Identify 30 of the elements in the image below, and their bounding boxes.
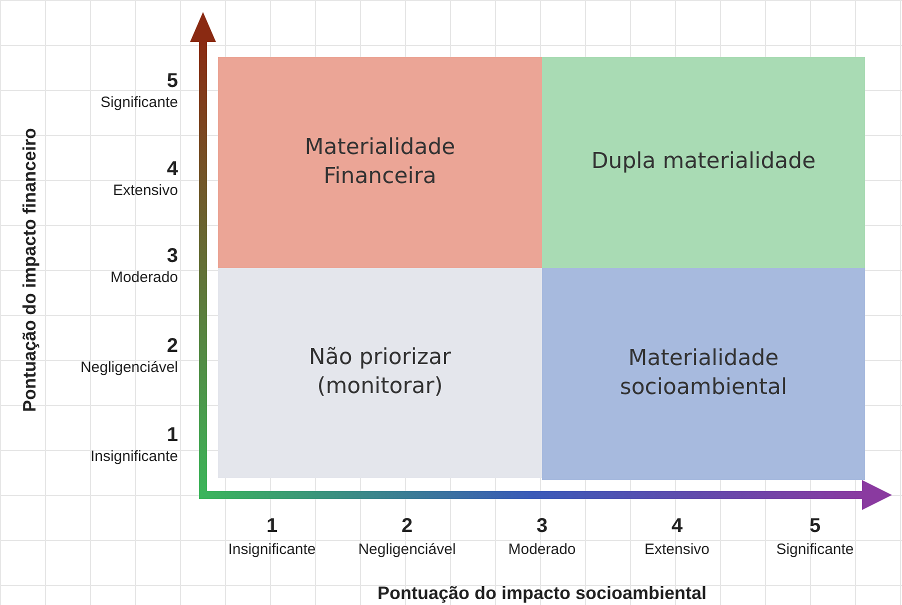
- tick-label: Significante: [100, 94, 178, 111]
- tick-label: Extensivo: [644, 541, 710, 558]
- tick-number: 3: [536, 515, 548, 538]
- tick-label: Moderado: [508, 541, 576, 558]
- quadrant-box: [542, 268, 865, 480]
- tick-number: 4: [166, 158, 178, 181]
- tick-number: 2: [166, 335, 178, 358]
- quadrant-label: Materialidade socioambiental: [618, 345, 788, 402]
- tick-label: Negligenciável: [358, 541, 456, 558]
- quadrant-box: [218, 57, 542, 268]
- tick-label: Extensivo: [112, 182, 178, 199]
- tick-number: 3: [166, 245, 178, 268]
- axis-title: Pontuação do impacto financeiro: [20, 128, 40, 412]
- quadrant-label: Materialidade Financeira: [304, 134, 456, 190]
- quadrant-box: [218, 268, 542, 478]
- quadrant-label: Não priorizar (monitorar): [308, 344, 452, 401]
- tick-number: 2: [401, 515, 413, 538]
- tick-label: Negligenciável: [80, 359, 178, 376]
- tick-label: Moderado: [110, 269, 178, 286]
- tick-number: 4: [671, 515, 683, 538]
- tick-label: Insignificante: [90, 448, 178, 465]
- tick-number: 1: [166, 424, 178, 447]
- quadrant-box: [542, 57, 865, 268]
- tick-number: 5: [809, 515, 821, 538]
- tick-label: Insignificante: [228, 541, 316, 558]
- tick-number: 5: [166, 70, 178, 93]
- quadrant-label: Dupla materialidade: [590, 148, 817, 176]
- tick-label: Significante: [776, 541, 854, 558]
- tick-number: 1: [266, 515, 278, 538]
- axis-title: Pontuação do impacto socioambiental: [377, 583, 707, 604]
